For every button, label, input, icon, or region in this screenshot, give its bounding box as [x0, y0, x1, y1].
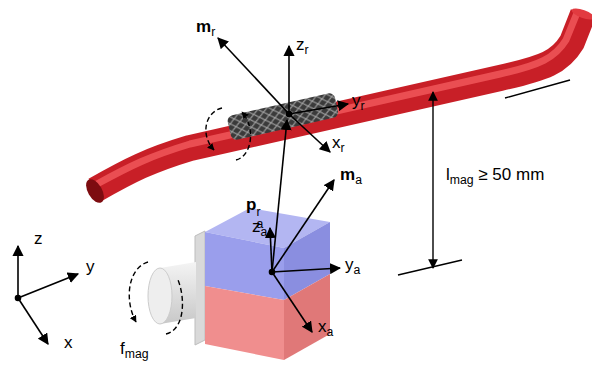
vector-label: mr: [196, 18, 215, 39]
vector-arrows: [16, 38, 349, 344]
dimension-line: [398, 80, 570, 275]
vessel-tube: [82, 6, 592, 206]
dimension-label: lmag ≥ 50 mm: [446, 166, 544, 187]
rotation-arrow: [206, 108, 251, 160]
axis-label: ya: [345, 256, 360, 277]
axis-label: xr: [332, 134, 345, 155]
motor: [148, 231, 205, 345]
axis-label: x: [64, 334, 73, 353]
magnet-cube: [205, 208, 330, 360]
axis-label: zr: [296, 36, 309, 57]
axis-label: y: [86, 258, 95, 277]
axis-label: za: [252, 218, 267, 239]
axis-label: z: [34, 230, 43, 249]
rotation-arrow: [129, 262, 182, 334]
axis-label: yr: [352, 92, 365, 113]
frequency-label: fmag: [120, 340, 149, 361]
vector-label: ma: [340, 166, 362, 187]
stent: [226, 92, 339, 141]
axis-label: xa: [318, 318, 333, 339]
